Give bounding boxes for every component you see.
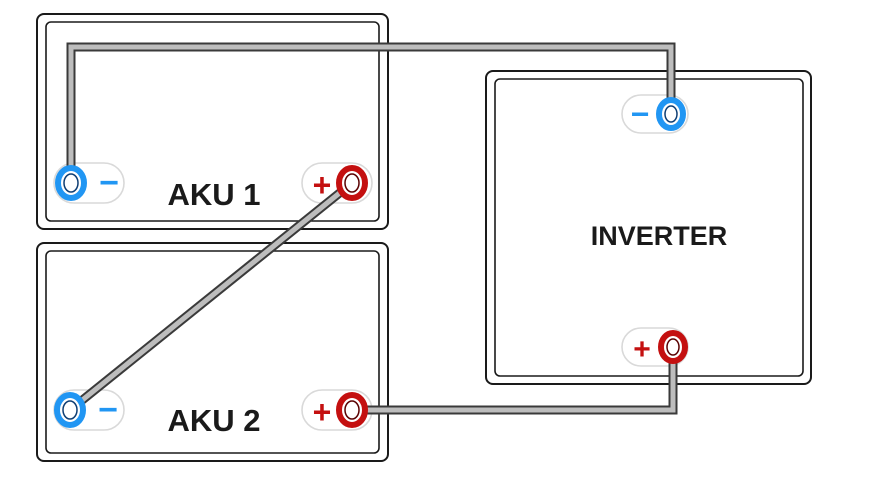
- battery-2-inner-frame: [45, 250, 380, 454]
- inverter-outer-frame: [485, 70, 812, 385]
- inverter: INVERTER: [485, 70, 812, 385]
- inverter-negative-terminal: [656, 97, 686, 131]
- negative-terminal-hole: [63, 173, 79, 193]
- inverter-plus-sign: +: [633, 333, 651, 366]
- battery-2-negative-terminal: [54, 392, 86, 428]
- positive-terminal-hole: [666, 338, 680, 356]
- negative-terminal-hole: [62, 400, 78, 420]
- positive-terminal-hole: [344, 400, 360, 420]
- wires: [66, 42, 678, 415]
- battery-1-label: AKU 1: [167, 177, 260, 212]
- battery-1-minus-sign: −: [99, 164, 119, 202]
- battery-1: AKU 1: [36, 13, 389, 230]
- wire-battery2-pos-to-inverter-pos: [352, 347, 676, 413]
- battery-2-label: AKU 2: [167, 403, 260, 438]
- wire-battery1-neg-to-inverter-neg: [68, 44, 674, 183]
- negative-terminal-hole: [664, 105, 678, 123]
- battery-1-inner-frame: [45, 21, 380, 222]
- inverter-positive-terminal: [658, 330, 688, 364]
- battery-2: AKU 2: [36, 242, 389, 462]
- inverter-minus-sign: −: [631, 96, 650, 132]
- positive-terminal-hole: [344, 173, 360, 193]
- inverter-inner-frame: [494, 78, 804, 377]
- battery-1-positive-terminal: [336, 165, 368, 201]
- battery-2-positive-terminal: [336, 392, 368, 428]
- battery-1-plus-sign: +: [313, 167, 332, 203]
- wire-battery1-pos-to-battery2-neg: [68, 181, 354, 412]
- battery-1-negative-terminal: [55, 165, 87, 201]
- battery-2-plus-sign: +: [313, 394, 332, 430]
- battery-1-outer-frame: [36, 13, 389, 230]
- battery-2-minus-sign: −: [98, 391, 118, 429]
- battery-2-outer-frame: [36, 242, 389, 462]
- inverter-label: INVERTER: [591, 221, 728, 251]
